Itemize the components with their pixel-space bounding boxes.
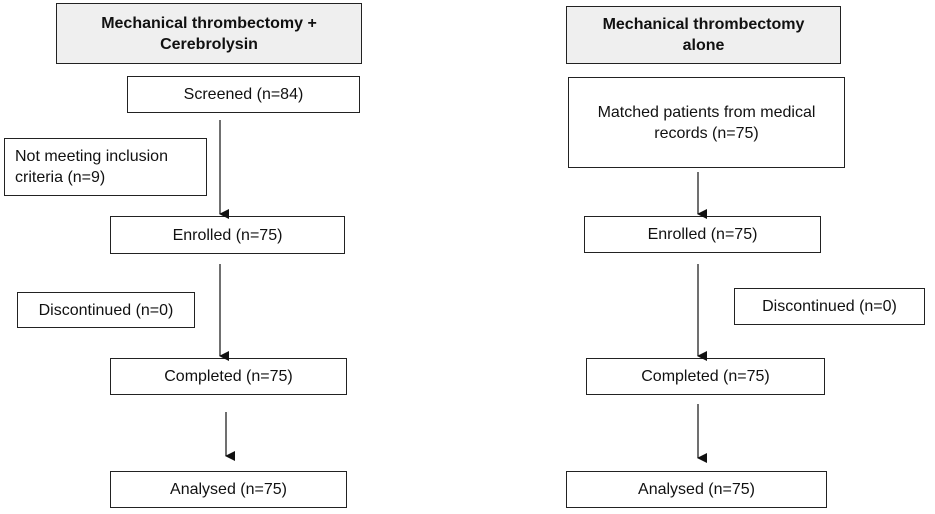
left-completed-text: Completed (n=75): [164, 368, 293, 385]
right-arm-header-text: Mechanical thrombectomy alone: [602, 16, 805, 54]
left-enrolled-text: Enrolled (n=75): [172, 226, 283, 244]
right-analysed-text: Analysed (n=75): [638, 481, 755, 498]
left-excluded-box: Not meeting inclusion criteria (n=9): [4, 138, 207, 196]
right-arm-header: Mechanical thrombectomy alone: [566, 6, 841, 64]
right-completed-text: Completed (n=75): [641, 368, 770, 385]
left-enrolled-box: Enrolled (n=75): [110, 216, 345, 254]
left-completed-box: Completed (n=75): [110, 358, 347, 395]
right-discontinued-box: Discontinued (n=0): [734, 288, 925, 325]
left-arm-header-text: Mechanical thrombectomy + Cerebrolysin: [101, 14, 317, 53]
right-matched-text: Matched patients from medical records (n…: [597, 103, 816, 142]
left-arm-header: Mechanical thrombectomy + Cerebrolysin: [56, 3, 362, 64]
right-enrolled-text: Enrolled (n=75): [647, 226, 758, 243]
left-discontinued-box: Discontinued (n=0): [17, 292, 195, 328]
left-screened-box: Screened (n=84): [127, 76, 360, 113]
left-discontinued-text: Discontinued (n=0): [38, 301, 174, 319]
left-screened-text: Screened (n=84): [183, 86, 304, 103]
left-excluded-text: Not meeting inclusion criteria (n=9): [15, 148, 168, 186]
right-discontinued-text: Discontinued (n=0): [762, 298, 897, 315]
right-matched-box: Matched patients from medical records (n…: [568, 77, 845, 168]
right-analysed-box: Analysed (n=75): [566, 471, 827, 508]
left-analysed-text: Analysed (n=75): [170, 481, 287, 498]
left-analysed-box: Analysed (n=75): [110, 471, 347, 508]
